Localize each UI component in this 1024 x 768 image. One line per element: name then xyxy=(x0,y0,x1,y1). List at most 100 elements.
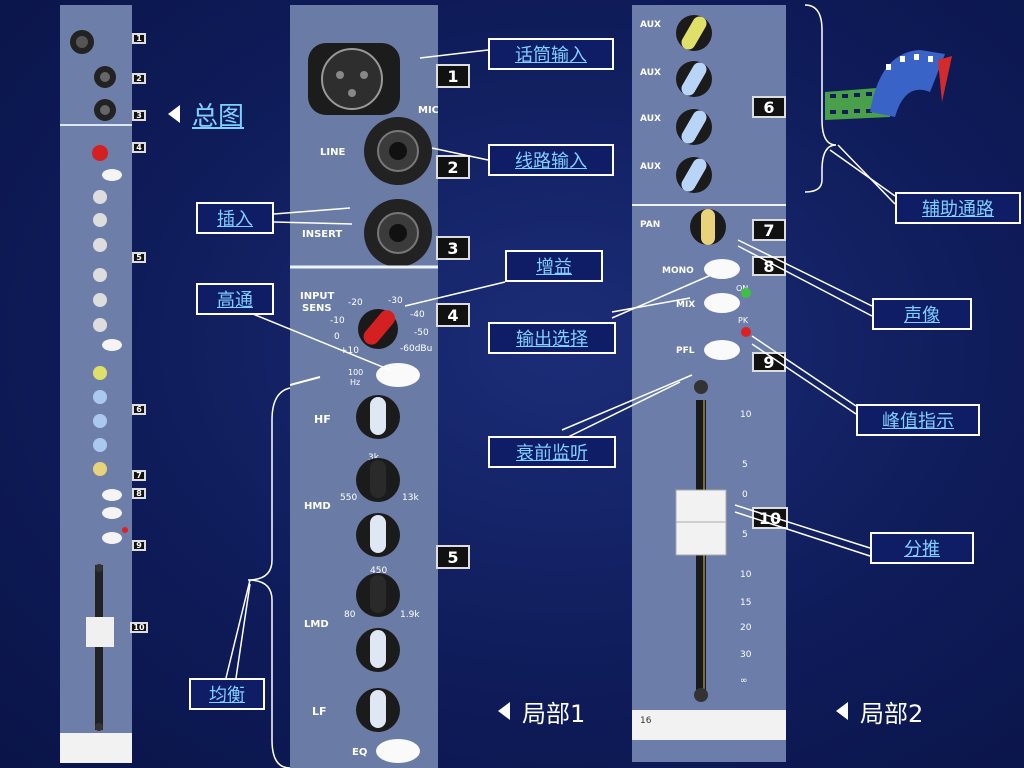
overview-gain-knob xyxy=(92,145,108,161)
svg-text:10: 10 xyxy=(740,570,752,580)
svg-text:AUX: AUX xyxy=(640,20,661,30)
overview-badge-2: 2 xyxy=(132,73,146,84)
hp-unit-label: Hz xyxy=(350,378,360,387)
detail-strip-1-drawing: MIC LINE INSERT INPUT SENS -20 -30 -10 -… xyxy=(290,43,438,763)
svg-text:30: 30 xyxy=(740,650,752,660)
svg-text:∞: ∞ xyxy=(740,676,748,686)
svg-text:80: 80 xyxy=(344,610,356,620)
callout-pfl[interactable]: 衰前监听 xyxy=(488,436,616,468)
input-sens-label-2: SENS xyxy=(302,303,332,314)
lmd-label: LMD xyxy=(304,619,329,630)
badge-3: 3 xyxy=(436,236,470,260)
mix-label: MIX xyxy=(676,300,695,310)
insert-label: INSERT xyxy=(302,229,342,240)
badge-7: 7 xyxy=(752,219,786,241)
nav-overview[interactable]: 总图 xyxy=(168,96,244,132)
pan-label: PAN xyxy=(640,220,660,230)
xlr-socket xyxy=(321,48,383,110)
callout-insert[interactable]: 插入 xyxy=(196,202,274,234)
detail-strip-2-drawing: AUX AUX AUX AUX PAN MONO ON MIX PK PFL 1… xyxy=(632,15,786,740)
triangle-left-icon xyxy=(836,702,848,720)
callout-aux[interactable]: 辅助通路 xyxy=(895,192,1021,224)
svg-text:5: 5 xyxy=(742,530,748,540)
svg-text:+10: +10 xyxy=(340,346,359,356)
eq-button xyxy=(376,739,420,763)
svg-text:-40: -40 xyxy=(410,310,425,320)
overview-badge-9: 9 xyxy=(132,540,146,551)
svg-text:13k: 13k xyxy=(402,493,419,503)
svg-text:-10: -10 xyxy=(330,316,345,326)
nav-part2-label: 局部2 xyxy=(860,699,924,728)
overview-badge-4: 4 xyxy=(132,142,146,153)
line-label: LINE xyxy=(320,147,345,158)
svg-text:AUX: AUX xyxy=(640,68,661,78)
on-label: ON xyxy=(736,284,748,293)
svg-text:1.9k: 1.9k xyxy=(400,610,420,620)
overview-badge-1: 1 xyxy=(132,33,146,44)
channel-number: 16 xyxy=(640,716,652,726)
svg-text:450: 450 xyxy=(370,566,387,576)
pk-label: PK xyxy=(738,316,749,325)
lf-label: LF xyxy=(312,705,327,718)
pan-knob xyxy=(701,209,715,245)
overview-fader-cap xyxy=(86,617,114,647)
nav-part2[interactable]: 局部2 xyxy=(836,694,923,728)
hmd-label: HMD xyxy=(304,501,331,512)
overview-badge-8: 8 xyxy=(132,488,146,499)
badge-1: 1 xyxy=(436,64,470,88)
mic-label: MIC xyxy=(418,105,438,116)
callout-mic-input[interactable]: 话筒输入 xyxy=(488,38,614,70)
film-logo xyxy=(825,50,952,120)
peak-led xyxy=(741,327,751,337)
input-sens-label-1: INPUT xyxy=(300,291,335,302)
callout-eq[interactable]: 均衡 xyxy=(189,678,265,710)
hp-label: 100 xyxy=(348,368,363,377)
svg-text:AUX: AUX xyxy=(640,114,661,124)
badge-4: 4 xyxy=(436,303,470,327)
svg-text:10: 10 xyxy=(740,410,752,420)
on-led xyxy=(741,288,751,298)
overview-badge-3: 3 xyxy=(132,110,146,121)
svg-text:15: 15 xyxy=(740,598,751,608)
overview-badge-5: 5 xyxy=(132,252,146,263)
callout-pan[interactable]: 声像 xyxy=(872,298,972,330)
svg-text:0: 0 xyxy=(334,332,340,342)
svg-text:550: 550 xyxy=(340,493,357,503)
mono-label: MONO xyxy=(662,266,694,276)
svg-text:3k: 3k xyxy=(368,453,380,463)
callout-line-input[interactable]: 线路输入 xyxy=(488,144,614,176)
nav-part1-label: 局部1 xyxy=(522,699,586,728)
svg-text:-20: -20 xyxy=(348,298,363,308)
callout-high-pass[interactable]: 高通 xyxy=(196,283,274,315)
overview-strip-drawing xyxy=(60,30,132,763)
svg-text:5: 5 xyxy=(742,460,748,470)
badge-8: 8 xyxy=(752,256,786,276)
callout-output-select[interactable]: 输出选择 xyxy=(488,322,616,354)
svg-text:20: 20 xyxy=(740,623,752,633)
badge-2: 2 xyxy=(436,155,470,179)
nav-overview-label: 总图 xyxy=(192,101,245,132)
mix-button xyxy=(704,293,740,313)
svg-text:-60dBu: -60dBu xyxy=(400,344,432,354)
svg-text:0: 0 xyxy=(742,490,748,500)
overview-badge-10: 10 xyxy=(130,622,148,633)
badge-6: 6 xyxy=(752,96,786,118)
pfl-label: PFL xyxy=(676,346,695,356)
callout-fader[interactable]: 分推 xyxy=(870,532,974,564)
callout-gain[interactable]: 增益 xyxy=(505,250,603,282)
overview-hp-button xyxy=(102,169,122,181)
nav-part1[interactable]: 局部1 xyxy=(498,694,585,728)
svg-text:-30: -30 xyxy=(388,296,403,306)
svg-text:-50: -50 xyxy=(414,328,429,338)
gain-knob xyxy=(363,310,395,345)
triangle-left-icon xyxy=(498,702,510,720)
overview-badge-6: 6 xyxy=(132,404,146,415)
eq-label: EQ xyxy=(352,747,367,758)
triangle-left-icon xyxy=(168,105,180,123)
hf-label: HF xyxy=(314,413,331,426)
pfl-button xyxy=(704,340,740,360)
callout-peak[interactable]: 峰值指示 xyxy=(856,404,980,436)
badge-5: 5 xyxy=(436,545,470,569)
